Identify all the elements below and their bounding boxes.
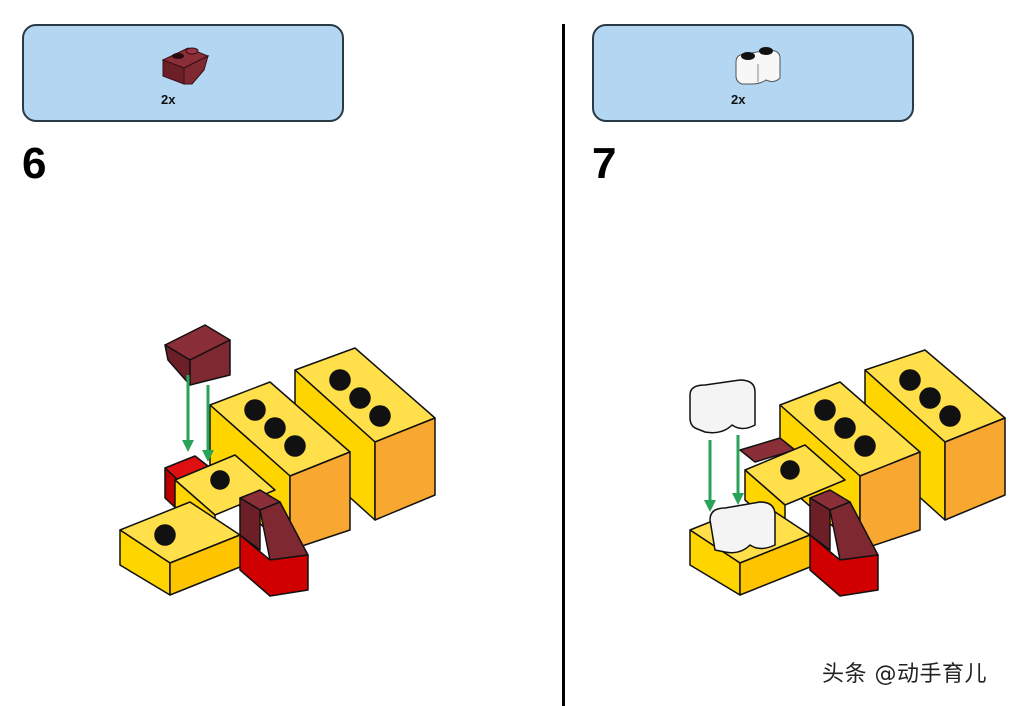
step-6-assembly-illustration <box>119 324 436 597</box>
log-brick-icon <box>735 47 781 85</box>
part-quantity: 2x <box>161 92 176 107</box>
green-arrow-icon <box>182 375 214 462</box>
step-number: 7 <box>592 139 617 188</box>
step-divider <box>562 24 565 706</box>
parts-callout-box: 2x <box>592 24 914 122</box>
parts-callout-box: 2x <box>22 24 344 122</box>
step-6-panel: 2x 6 <box>22 24 436 597</box>
inverted-slope-brick-icon <box>161 47 210 85</box>
step-7-panel: 2x 7 <box>516 0 1032 706</box>
watermark-text: 头条 @动手育儿 <box>822 662 987 687</box>
step-number: 6 <box>22 139 47 188</box>
part-quantity: 2x <box>731 92 746 107</box>
step-7-assembly-illustration <box>689 349 1006 597</box>
green-arrow-icon <box>704 435 744 512</box>
